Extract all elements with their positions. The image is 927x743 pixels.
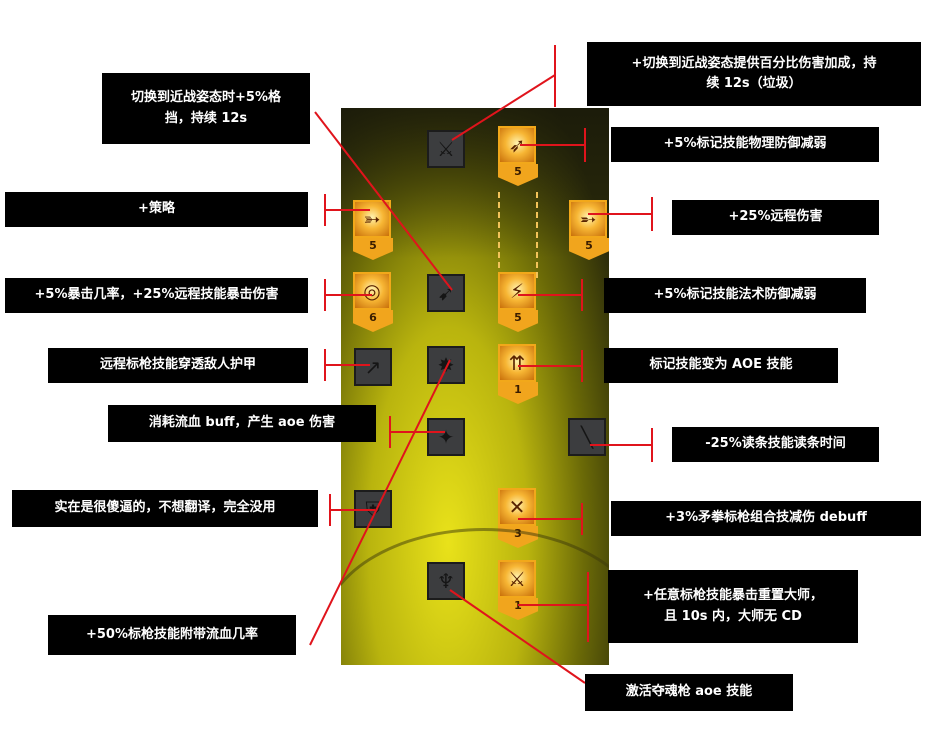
- rank-badge: 1: [498, 382, 538, 404]
- bleed-skill[interactable]: ✸: [427, 346, 465, 384]
- note-text: +25%远程伤害: [728, 209, 823, 225]
- note-cast-time: -25%读条技能读条时间: [672, 427, 879, 462]
- rank-badge: 5: [498, 164, 538, 186]
- javelin-pierce-skill[interactable]: ↗: [354, 348, 392, 386]
- javelin-pierce-icon: ↗: [364, 355, 382, 379]
- rank-value: 5: [585, 239, 593, 252]
- note-text: +策略: [138, 201, 175, 217]
- note-text: +50%标枪技能附带流血几率: [85, 626, 258, 642]
- cast-time-skill[interactable]: ╲: [568, 418, 606, 456]
- note-text: -25%读条技能读条时间: [705, 436, 846, 452]
- rank-badge: 5: [498, 310, 538, 332]
- triple-spear-icon: ⇈: [508, 351, 526, 375]
- mark-magic-skill[interactable]: ⚡: [498, 272, 536, 310]
- note-mark-aoe: 标记技能变为 AOE 技能: [604, 348, 838, 383]
- skill-tree-panel: ⚔ ➹ ↗ ✸ ✦ ╲ ⛨ ♆ ➶ 5 ➳ 5 ➵ 5 ◎ 6 ⚡ 5 ⇈ 1 …: [341, 108, 609, 665]
- warrior-silhouette-icon: ⚔: [437, 137, 455, 161]
- spear-icon: ╲: [580, 425, 594, 449]
- note-bleed-consume: 消耗流血 buff，产生 aoe 伤害: [108, 405, 376, 442]
- note-text: 远程标枪技能穿透敌人护甲: [99, 357, 256, 373]
- note-text: 激活夺魂枪 aoe 技能: [625, 684, 753, 700]
- note-bleed-chance: +50%标枪技能附带流血几率: [48, 615, 296, 655]
- note-text: +5%标记技能物理防御减弱: [663, 136, 827, 152]
- note-useless: 实在是很傻逼的，不想翻译，完全没用: [12, 490, 318, 527]
- annotation-line: [314, 111, 453, 291]
- note-melee-block: 切换到近战姿态时+5%格 挡，持续 12s: [102, 73, 310, 144]
- rank-value: 5: [514, 165, 522, 178]
- note-text: +5%暴击几率，+25%远程技能暴击伤害: [34, 287, 279, 303]
- bleed-icon: ✸: [437, 353, 455, 377]
- note-text: +3%矛拳标枪组合技减伤 debuff: [665, 510, 867, 526]
- chain-connector-left: [498, 192, 500, 278]
- rank-value: 6: [369, 311, 377, 324]
- rank-value: 1: [514, 383, 522, 396]
- note-text: +切换到近战姿态提供百分比伤害加成，持 续 12s（垃圾）: [631, 55, 877, 91]
- note-ranged-damage: +25%远程伤害: [672, 200, 879, 235]
- annotation-line: [451, 74, 556, 141]
- note-text: 实在是很傻逼的，不想翻译，完全没用: [54, 500, 276, 516]
- spear-strike-icon: ➶: [508, 133, 526, 157]
- note-javelin-pierce: 远程标枪技能穿透敌人护甲: [48, 348, 308, 383]
- note-text: +5%标记技能法术防御减弱: [653, 287, 817, 303]
- rank-badge: 5: [353, 238, 393, 260]
- note-mark-magic: +5%标记技能法术防御减弱: [604, 278, 866, 313]
- note-combo-debuff: +3%矛拳标枪组合技减伤 debuff: [611, 501, 921, 536]
- note-text: 标记技能变为 AOE 技能: [649, 357, 793, 373]
- note-mark-phys: +5%标记技能物理防御减弱: [611, 127, 879, 162]
- annotation-line: [449, 589, 586, 684]
- note-soul-spear: 激活夺魂枪 aoe 技能: [585, 674, 793, 711]
- rank-value: 5: [514, 311, 522, 324]
- note-melee-damage: +切换到近战姿态提供百分比伤害加成，持 续 12s（垃圾）: [587, 42, 921, 106]
- note-crit-rate: +5%暴击几率，+25%远程技能暴击伤害: [5, 278, 308, 313]
- rank-badge: 5: [569, 238, 609, 260]
- note-crit-reset: +任意标枪技能暴击重置大师， 且 10s 内，大师无 CD: [608, 570, 858, 643]
- annotation-line: [309, 359, 451, 646]
- lunge-skill[interactable]: ➹: [427, 274, 465, 312]
- archer-icon: ➳: [363, 207, 381, 231]
- crossed-spears-icon: ✕: [508, 495, 526, 519]
- note-text: 消耗流血 buff，产生 aoe 伤害: [148, 415, 336, 431]
- rank-badge: 6: [353, 310, 393, 332]
- mark-aoe-skill[interactable]: ⇈: [498, 344, 536, 382]
- rank-value: 5: [369, 239, 377, 252]
- note-text: +任意标枪技能暴击重置大师， 且 10s 内，大师无 CD: [643, 588, 823, 624]
- strategy-skill[interactable]: ➳: [353, 200, 391, 238]
- note-strategy: +策略: [5, 192, 308, 227]
- note-text: 切换到近战姿态时+5%格 挡，持续 12s: [131, 90, 281, 126]
- chain-connector-right: [536, 192, 538, 278]
